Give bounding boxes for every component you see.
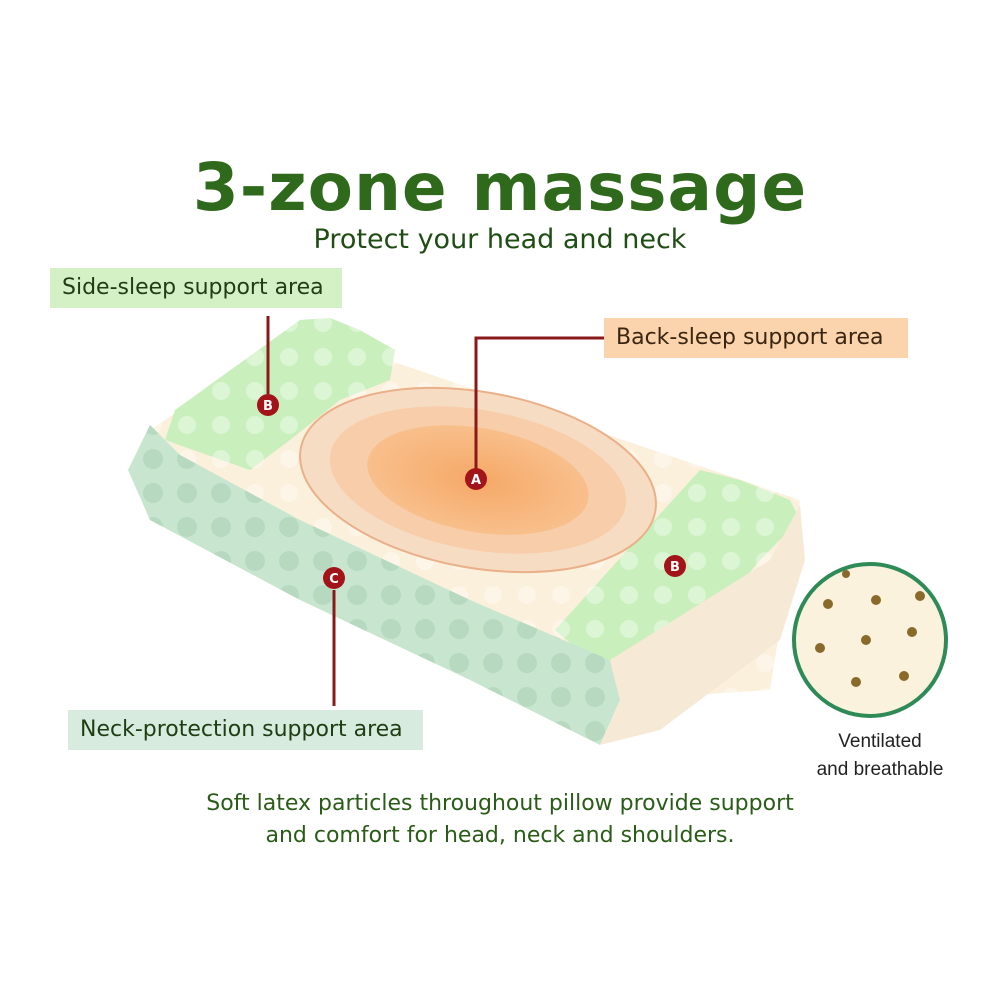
pillow-end-cap [600, 505, 805, 745]
ventilated-line-2: and breathable [816, 759, 944, 780]
back-sleep-label: Back-sleep support area [604, 318, 908, 358]
caption-line-2: and comfort for head, neck and shoulders… [265, 823, 735, 848]
svg-text:C: C [329, 572, 339, 587]
svg-text:A: A [471, 473, 481, 488]
svg-text:B: B [263, 399, 273, 414]
neck-protection-label: Neck-protection support area [68, 710, 423, 750]
vent-holes [815, 570, 925, 687]
leader-line-back [474, 336, 604, 470]
caption-line-1: Soft latex particles throughout pillow p… [206, 791, 794, 816]
page-title: 3-zone massage [192, 149, 808, 226]
marker-a: A [465, 468, 487, 490]
marker-b-right: B [664, 555, 686, 577]
ventilated-caption: Ventilated and breathable [780, 728, 980, 784]
ventilated-line-1: Ventilated [838, 731, 922, 752]
page-subtitle: Protect your head and neck [313, 224, 687, 255]
marker-b-left: B [257, 394, 279, 416]
marker-c: C [323, 567, 345, 589]
svg-text:B: B [670, 560, 680, 575]
side-sleep-label: Side-sleep support area [50, 268, 342, 308]
bottom-caption: Soft latex particles throughout pillow p… [0, 788, 1000, 852]
